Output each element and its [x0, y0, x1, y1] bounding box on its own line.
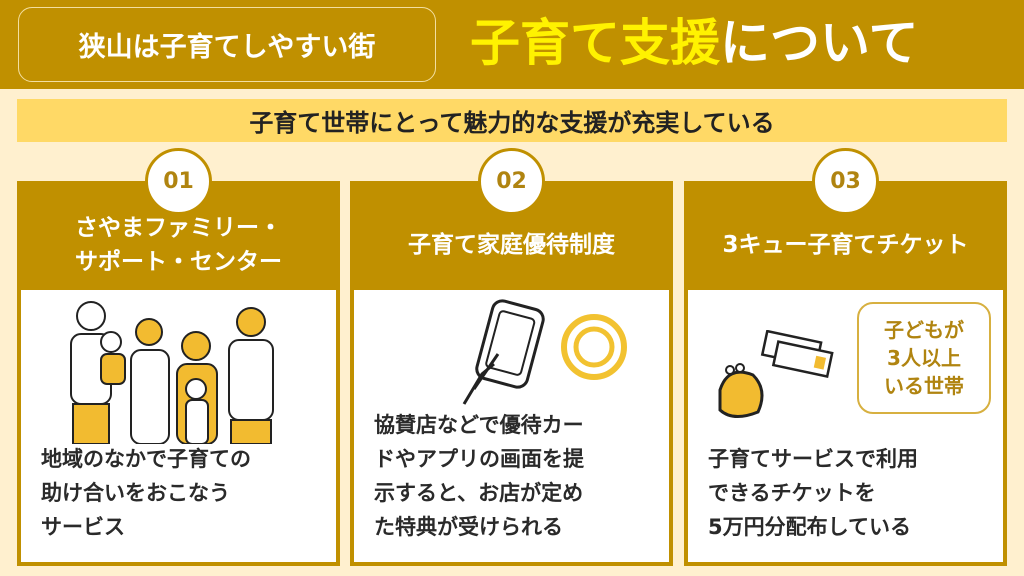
card-number-2: 02 — [478, 148, 545, 215]
title-rest: について — [720, 14, 919, 72]
card-body: 子どもが 3人以上 いる世帯 子育てサービスで利用 できるチケットを 5万円分配… — [688, 290, 1003, 562]
wallet-money-icon — [718, 330, 834, 418]
smartphone-hand-icon — [462, 299, 545, 405]
title-highlight: 子育て支援 — [470, 14, 720, 72]
card-number-3: 03 — [812, 148, 879, 215]
card-description: 協賛店などで優待カー ドやアプリの画面を提 示すると、お店が定め た特典が受けら… — [374, 413, 584, 539]
card-body: 地域のなかで子育ての 助け合いをおこなう サービス — [21, 290, 336, 562]
card-description: 子育てサービスで利用 できるチケットを 5万円分配布している — [708, 447, 918, 539]
subtitle-banner: 子育て世帯にとって魅力的な支援が充実している — [17, 99, 1007, 142]
card-title: 子育て家庭優待制度 — [408, 231, 615, 258]
header: 狭山は子育てしやすい街 子育て支援について — [0, 0, 1024, 89]
card-title: さやまファミリー・ サポート・センター — [75, 214, 282, 275]
card-ticket: 3キュー子育てチケット 子どもが 3人以上 いる世帯 子育てサービスで利用 でき… — [684, 181, 1007, 566]
card-description: 地域のなかで子育ての 助け合いをおこなう サービス — [41, 447, 251, 539]
header-tag: 狭山は子育てしやすい街 — [18, 7, 436, 82]
card-body: 協賛店などで優待カー ドやアプリの画面を提 示すると、お店が定め た特典が受けら… — [354, 290, 669, 562]
page-title: 子育て支援について — [470, 8, 919, 78]
eligibility-badge: 子どもが 3人以上 いる世帯 — [857, 302, 991, 414]
coin-icon — [561, 314, 627, 380]
family-illustration-icon — [70, 301, 274, 444]
card-number-1: 01 — [145, 148, 212, 215]
card-household-benefits: 子育て家庭優待制度 協賛店などで優待カー ドやアプリの画面を提 示すると、お店が… — [350, 181, 673, 566]
card-title: 3キュー子育てチケット — [722, 231, 969, 258]
card-family-support: さやまファミリー・ サポート・センター 地域のなかで子育ての 助け合いをおこなう… — [17, 181, 340, 566]
